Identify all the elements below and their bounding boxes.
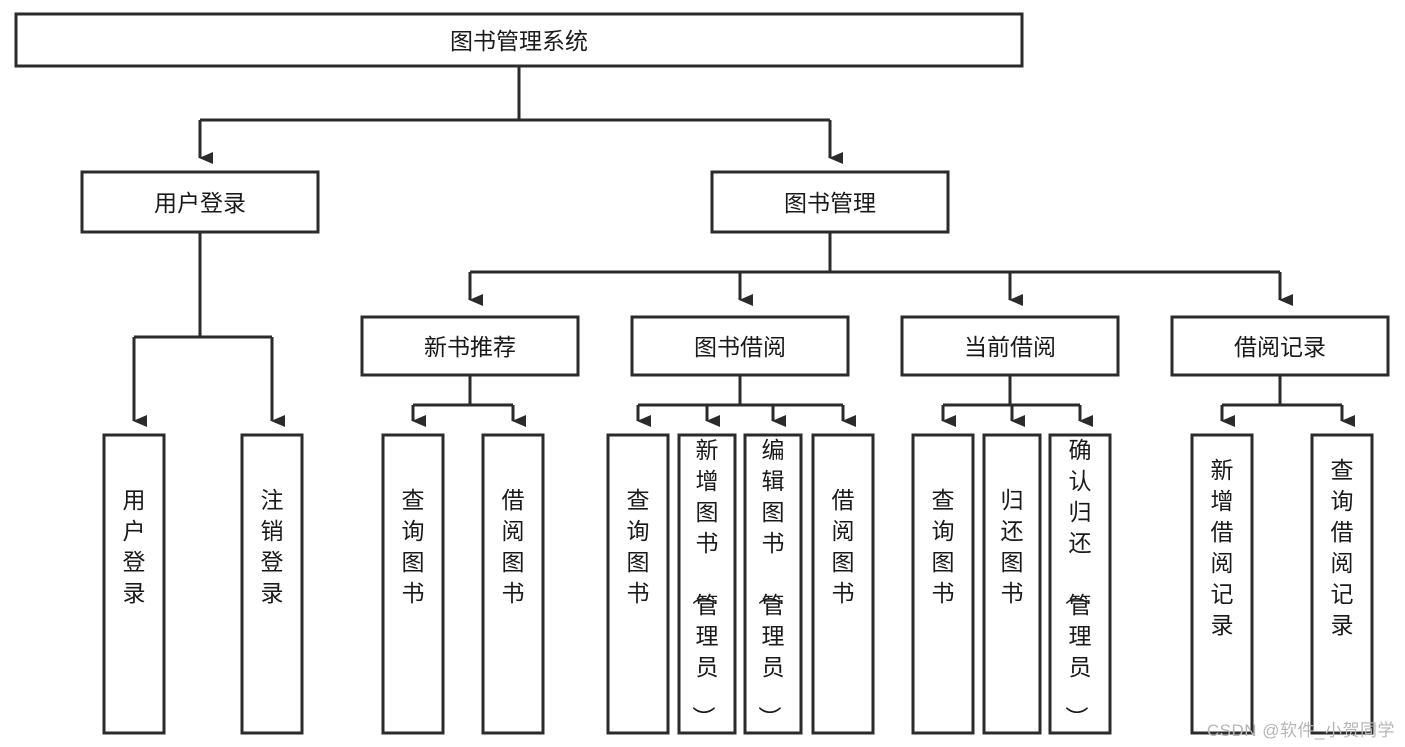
- node-borrow-record-label: 借阅记录: [1234, 334, 1326, 360]
- node-root[interactable]: 图书管理系统: [14, 12, 1024, 68]
- node-leaf-borrow-book-2-label: 借阅图书: [832, 487, 855, 606]
- node-leaf-query-book-2[interactable]: 查询图书: [606, 433, 670, 735]
- node-leaf-add-record-label: 新增借阅记录: [1211, 457, 1234, 638]
- node-book-borrow[interactable]: 图书借阅: [630, 315, 850, 377]
- node-leaf-add-record-box[interactable]: [1190, 433, 1254, 735]
- node-leaf-query-record-box[interactable]: [1310, 433, 1374, 735]
- node-new-book-recommend[interactable]: 新书推荐: [360, 315, 580, 377]
- node-leaf-query-book-1-label: 查询图书: [402, 487, 425, 606]
- node-leaf-return-book[interactable]: 归还图书: [982, 433, 1042, 735]
- node-leaf-confirm-return[interactable]: 确认归还（管理员）: [1048, 433, 1112, 735]
- node-leaf-user-login-box[interactable]: [102, 433, 166, 735]
- node-leaf-query-book-3[interactable]: 查询图书: [911, 433, 975, 735]
- node-leaf-logout-login[interactable]: 注销登录: [240, 433, 304, 735]
- node-leaf-query-book-3-box[interactable]: [911, 433, 975, 735]
- node-leaf-query-book-1-box[interactable]: [381, 433, 445, 735]
- node-book-borrow-label: 图书借阅: [694, 334, 786, 360]
- node-user-login-box[interactable]: [80, 170, 320, 234]
- node-leaf-add-book-box[interactable]: [677, 433, 737, 735]
- node-leaf-edit-book-label: 编辑图书（管理员）: [757, 437, 785, 729]
- connector-layer: [132, 66, 1355, 427]
- node-leaf-add-book-label: 新增图书（管理员）: [691, 437, 719, 729]
- node-borrow-record[interactable]: 借阅记录: [1170, 315, 1390, 377]
- node-leaf-borrow-book-2-box[interactable]: [811, 433, 875, 735]
- node-current-borrow-box[interactable]: [900, 315, 1120, 377]
- node-new-book-recommend-label: 新书推荐: [424, 334, 516, 360]
- node-leaf-logout-login-label: 注销登录: [261, 487, 284, 606]
- node-root-label: 图书管理系统: [450, 28, 588, 54]
- node-book-borrow-box[interactable]: [630, 315, 850, 377]
- node-leaf-edit-book[interactable]: 编辑图书（管理员）: [743, 433, 803, 735]
- node-new-book-recommend-box[interactable]: [360, 315, 580, 377]
- node-user-login-label: 用户登录: [154, 190, 246, 216]
- node-leaf-borrow-book-1-box[interactable]: [481, 433, 545, 735]
- node-leaf-borrow-book-2[interactable]: 借阅图书: [811, 433, 875, 735]
- node-leaf-edit-book-box[interactable]: [743, 433, 803, 735]
- node-leaf-query-record-label: 查询借阅记录: [1331, 457, 1354, 638]
- node-leaf-user-login-label: 用户登录: [123, 487, 146, 606]
- node-current-borrow[interactable]: 当前借阅: [900, 315, 1120, 377]
- node-current-borrow-label: 当前借阅: [964, 334, 1056, 360]
- node-leaf-add-record[interactable]: 新增借阅记录: [1190, 433, 1254, 735]
- node-leaf-query-book-1[interactable]: 查询图书: [381, 433, 445, 735]
- node-leaf-logout-login-box[interactable]: [240, 433, 304, 735]
- node-leaf-add-book[interactable]: 新增图书（管理员）: [677, 433, 737, 735]
- node-book-manage-box[interactable]: [710, 170, 950, 234]
- node-book-manage-label: 图书管理: [784, 190, 876, 216]
- node-leaf-return-book-label: 归还图书: [1001, 487, 1024, 606]
- node-borrow-record-box[interactable]: [1170, 315, 1390, 377]
- node-leaf-confirm-return-box[interactable]: [1048, 433, 1112, 735]
- node-leaf-query-book-2-label: 查询图书: [627, 487, 650, 606]
- node-leaf-query-book-2-box[interactable]: [606, 433, 670, 735]
- node-leaf-query-book-3-label: 查询图书: [932, 487, 955, 606]
- node-leaf-user-login[interactable]: 用户登录: [102, 433, 166, 735]
- node-user-login[interactable]: 用户登录: [80, 170, 320, 234]
- node-leaf-confirm-return-label: 确认归还（管理员）: [1064, 437, 1092, 729]
- node-book-manage[interactable]: 图书管理: [710, 170, 950, 234]
- node-leaf-return-book-box[interactable]: [982, 433, 1042, 735]
- csdn-watermark: CSDN @软件_小贺同学: [1206, 721, 1395, 740]
- node-leaf-borrow-book-1-label: 借阅图书: [502, 487, 525, 606]
- node-leaf-query-record[interactable]: 查询借阅记录: [1310, 433, 1374, 735]
- node-root-box[interactable]: [14, 12, 1024, 68]
- node-leaf-borrow-book-1[interactable]: 借阅图书: [481, 433, 545, 735]
